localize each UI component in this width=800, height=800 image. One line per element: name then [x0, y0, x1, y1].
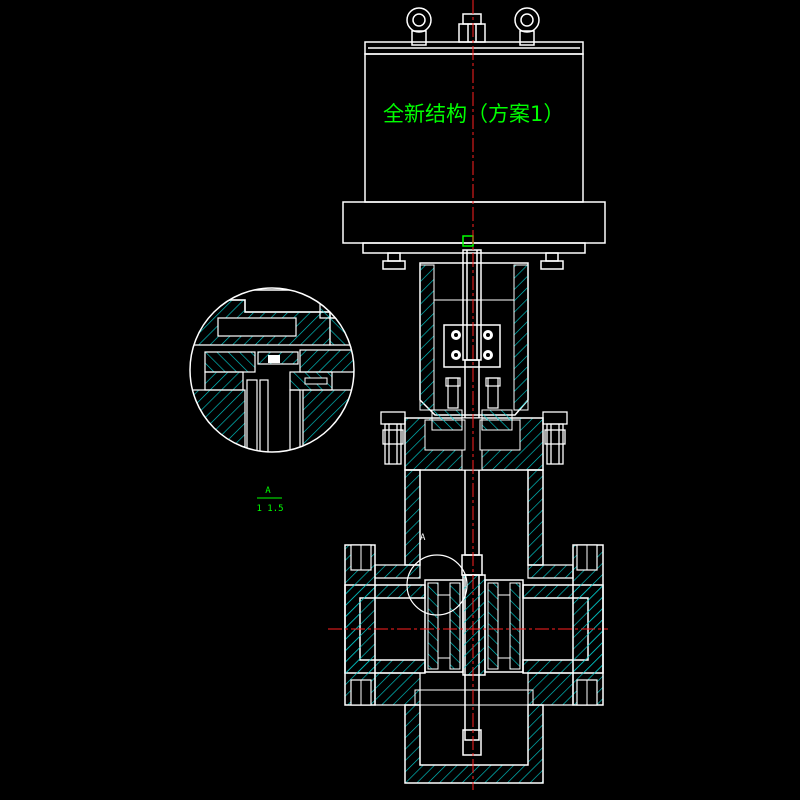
centerlines	[328, 0, 608, 790]
detail-callout-letter: A	[265, 486, 271, 496]
flange-bolt-right	[540, 252, 564, 270]
seat-ring-right	[484, 579, 524, 673]
yoke	[419, 262, 529, 416]
flange-bolt-left	[382, 252, 406, 270]
outlet-flange	[572, 544, 604, 706]
title-label: 全新结构（方案1）	[383, 102, 564, 126]
detail-callout-scale: 1 1.5	[256, 504, 283, 514]
gate-disc	[462, 574, 486, 676]
detail-view-a	[189, 287, 355, 453]
detail-callout: A 1 1.5	[256, 486, 283, 514]
inlet-flange	[344, 544, 376, 706]
lifting-eye-left	[406, 7, 432, 46]
actuator-flange	[342, 201, 606, 244]
lifting-eye-right	[514, 7, 540, 46]
detail-marker: A	[406, 533, 468, 616]
top-nut	[458, 13, 486, 43]
stem-coupling	[443, 324, 501, 368]
bonnet-bolt-left	[380, 411, 406, 465]
bonnet	[380, 409, 568, 471]
bonnet-bolt-right	[542, 411, 568, 465]
actuator	[342, 7, 606, 270]
actuator-housing	[364, 53, 584, 203]
detail-marker-label: A	[420, 533, 426, 543]
seat-ring-left	[424, 579, 464, 673]
valve-body	[344, 469, 604, 784]
